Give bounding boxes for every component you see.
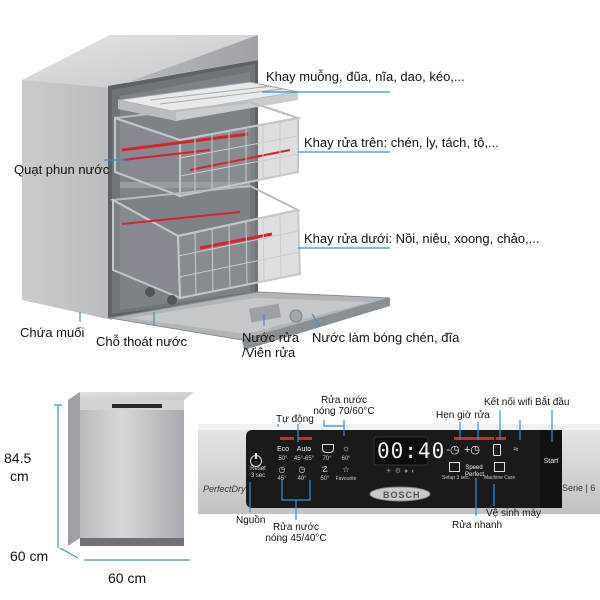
label-detergent-line1: Nước rửa	[242, 330, 299, 345]
speed-perfect-button-line2[interactable]: Perfect	[465, 472, 485, 478]
auto-temp: 45°-65°	[293, 456, 315, 462]
label-drain: Chỗ thoát nước	[96, 334, 187, 349]
speed-perfect-button-line1[interactable]: Speed	[465, 465, 483, 471]
eco-temp: 50°	[278, 456, 288, 462]
series-label: Serie | 6	[562, 483, 596, 493]
lower-rack	[109, 184, 302, 305]
callout-auto-program: Tự động	[276, 414, 314, 425]
open-door	[109, 291, 391, 350]
auto-button[interactable]: Auto	[296, 446, 312, 453]
top-callout-lines	[79, 91, 390, 327]
control-panel	[198, 424, 600, 514]
eco-button[interactable]: Eco	[276, 446, 290, 453]
callout-wifi: Kết nối wifi	[484, 397, 533, 408]
label-upper-rack: Khay rửa trên: chén, ly, tách, tô,...	[304, 135, 499, 150]
panel-callout-lines	[249, 410, 553, 520]
closed-dishwasher	[68, 392, 194, 546]
label-detergent-line2: /Viên rửa	[242, 345, 296, 360]
glass-icon[interactable]: ☡	[321, 465, 329, 474]
quick40-icon[interactable]: ◷	[298, 465, 306, 474]
power-sub-label: Reset 3 sec	[250, 466, 266, 479]
callout-warm-wash-line1: Rửa nước	[272, 522, 320, 533]
quick40-temp: 40°	[297, 476, 307, 482]
dimension-height-value: 84.5	[4, 450, 32, 466]
auto60-temp: 60°	[341, 456, 351, 462]
label-rinse-aid: Nước làm bóng chén, đĩa	[312, 330, 460, 345]
upper-rack	[114, 100, 302, 198]
machine-care-label: Machine Care	[484, 475, 516, 481]
label-spray-arm: Quạt phun nước	[14, 162, 110, 177]
time-display: 00:40	[377, 439, 446, 463]
dimension-width: 60 cm	[108, 570, 147, 586]
auto60-icon[interactable]: ☼	[341, 443, 351, 453]
callout-timer: Hẹn giờ rửa	[436, 410, 490, 421]
timer-minus-icon[interactable]: -◷	[446, 444, 460, 456]
wifi-icon[interactable]: ≈	[513, 444, 519, 454]
callout-power: Nguồn	[236, 515, 266, 526]
quick45-temp: 45°	[277, 476, 287, 482]
setup-icon[interactable]	[449, 462, 460, 472]
dimension-lines	[54, 404, 190, 561]
remote-phone-icon[interactable]	[493, 444, 501, 456]
setup-label: Setup 3 sec.	[442, 475, 470, 481]
label-cutlery-tray: Khay muỗng, đũa, nĩa, dao, kéo,...	[266, 69, 465, 84]
callout-warm-wash-line2: nóng 45/40°C	[265, 533, 327, 544]
dimension-depth: 60 cm	[10, 548, 49, 564]
callout-hot-wash-line2: nóng 70/60°C	[313, 406, 375, 417]
cutlery-tray	[117, 81, 299, 121]
glass-temp: 50°	[320, 476, 330, 482]
callout-machine-clean: Vệ sinh máy	[486, 508, 542, 519]
favourite-label: Favourite	[335, 476, 357, 482]
label-salt-container: Chứa muối	[20, 325, 85, 340]
intensive-pot-icon[interactable]	[322, 444, 334, 453]
favourite-star-icon[interactable]: ☆	[342, 465, 350, 474]
label-lower-rack: Khay rửa dưới: Nồi, niêu, xoong, chảo,..…	[304, 231, 540, 246]
timer-plus-icon[interactable]: +◷	[464, 444, 481, 456]
callout-start: Bắt đầu	[535, 397, 570, 408]
callout-quick-wash: Rửa nhanh	[452, 520, 503, 531]
start-button[interactable]: Start	[543, 458, 559, 465]
callout-hot-wash-line1: Rửa nước	[320, 395, 368, 406]
perfectdry-logo: PerfectDry	[203, 484, 246, 494]
bosch-logo: BOSCH	[383, 490, 421, 500]
dimension-height-unit: cm	[10, 468, 29, 484]
machine-care-icon[interactable]	[494, 462, 505, 472]
power-icon	[254, 453, 257, 459]
quick45-icon[interactable]: ◷	[278, 465, 286, 474]
power-button[interactable]	[250, 453, 262, 467]
display-status-icons: ☀⚙●◐	[385, 468, 419, 475]
intensive-temp: 70°	[322, 456, 332, 462]
